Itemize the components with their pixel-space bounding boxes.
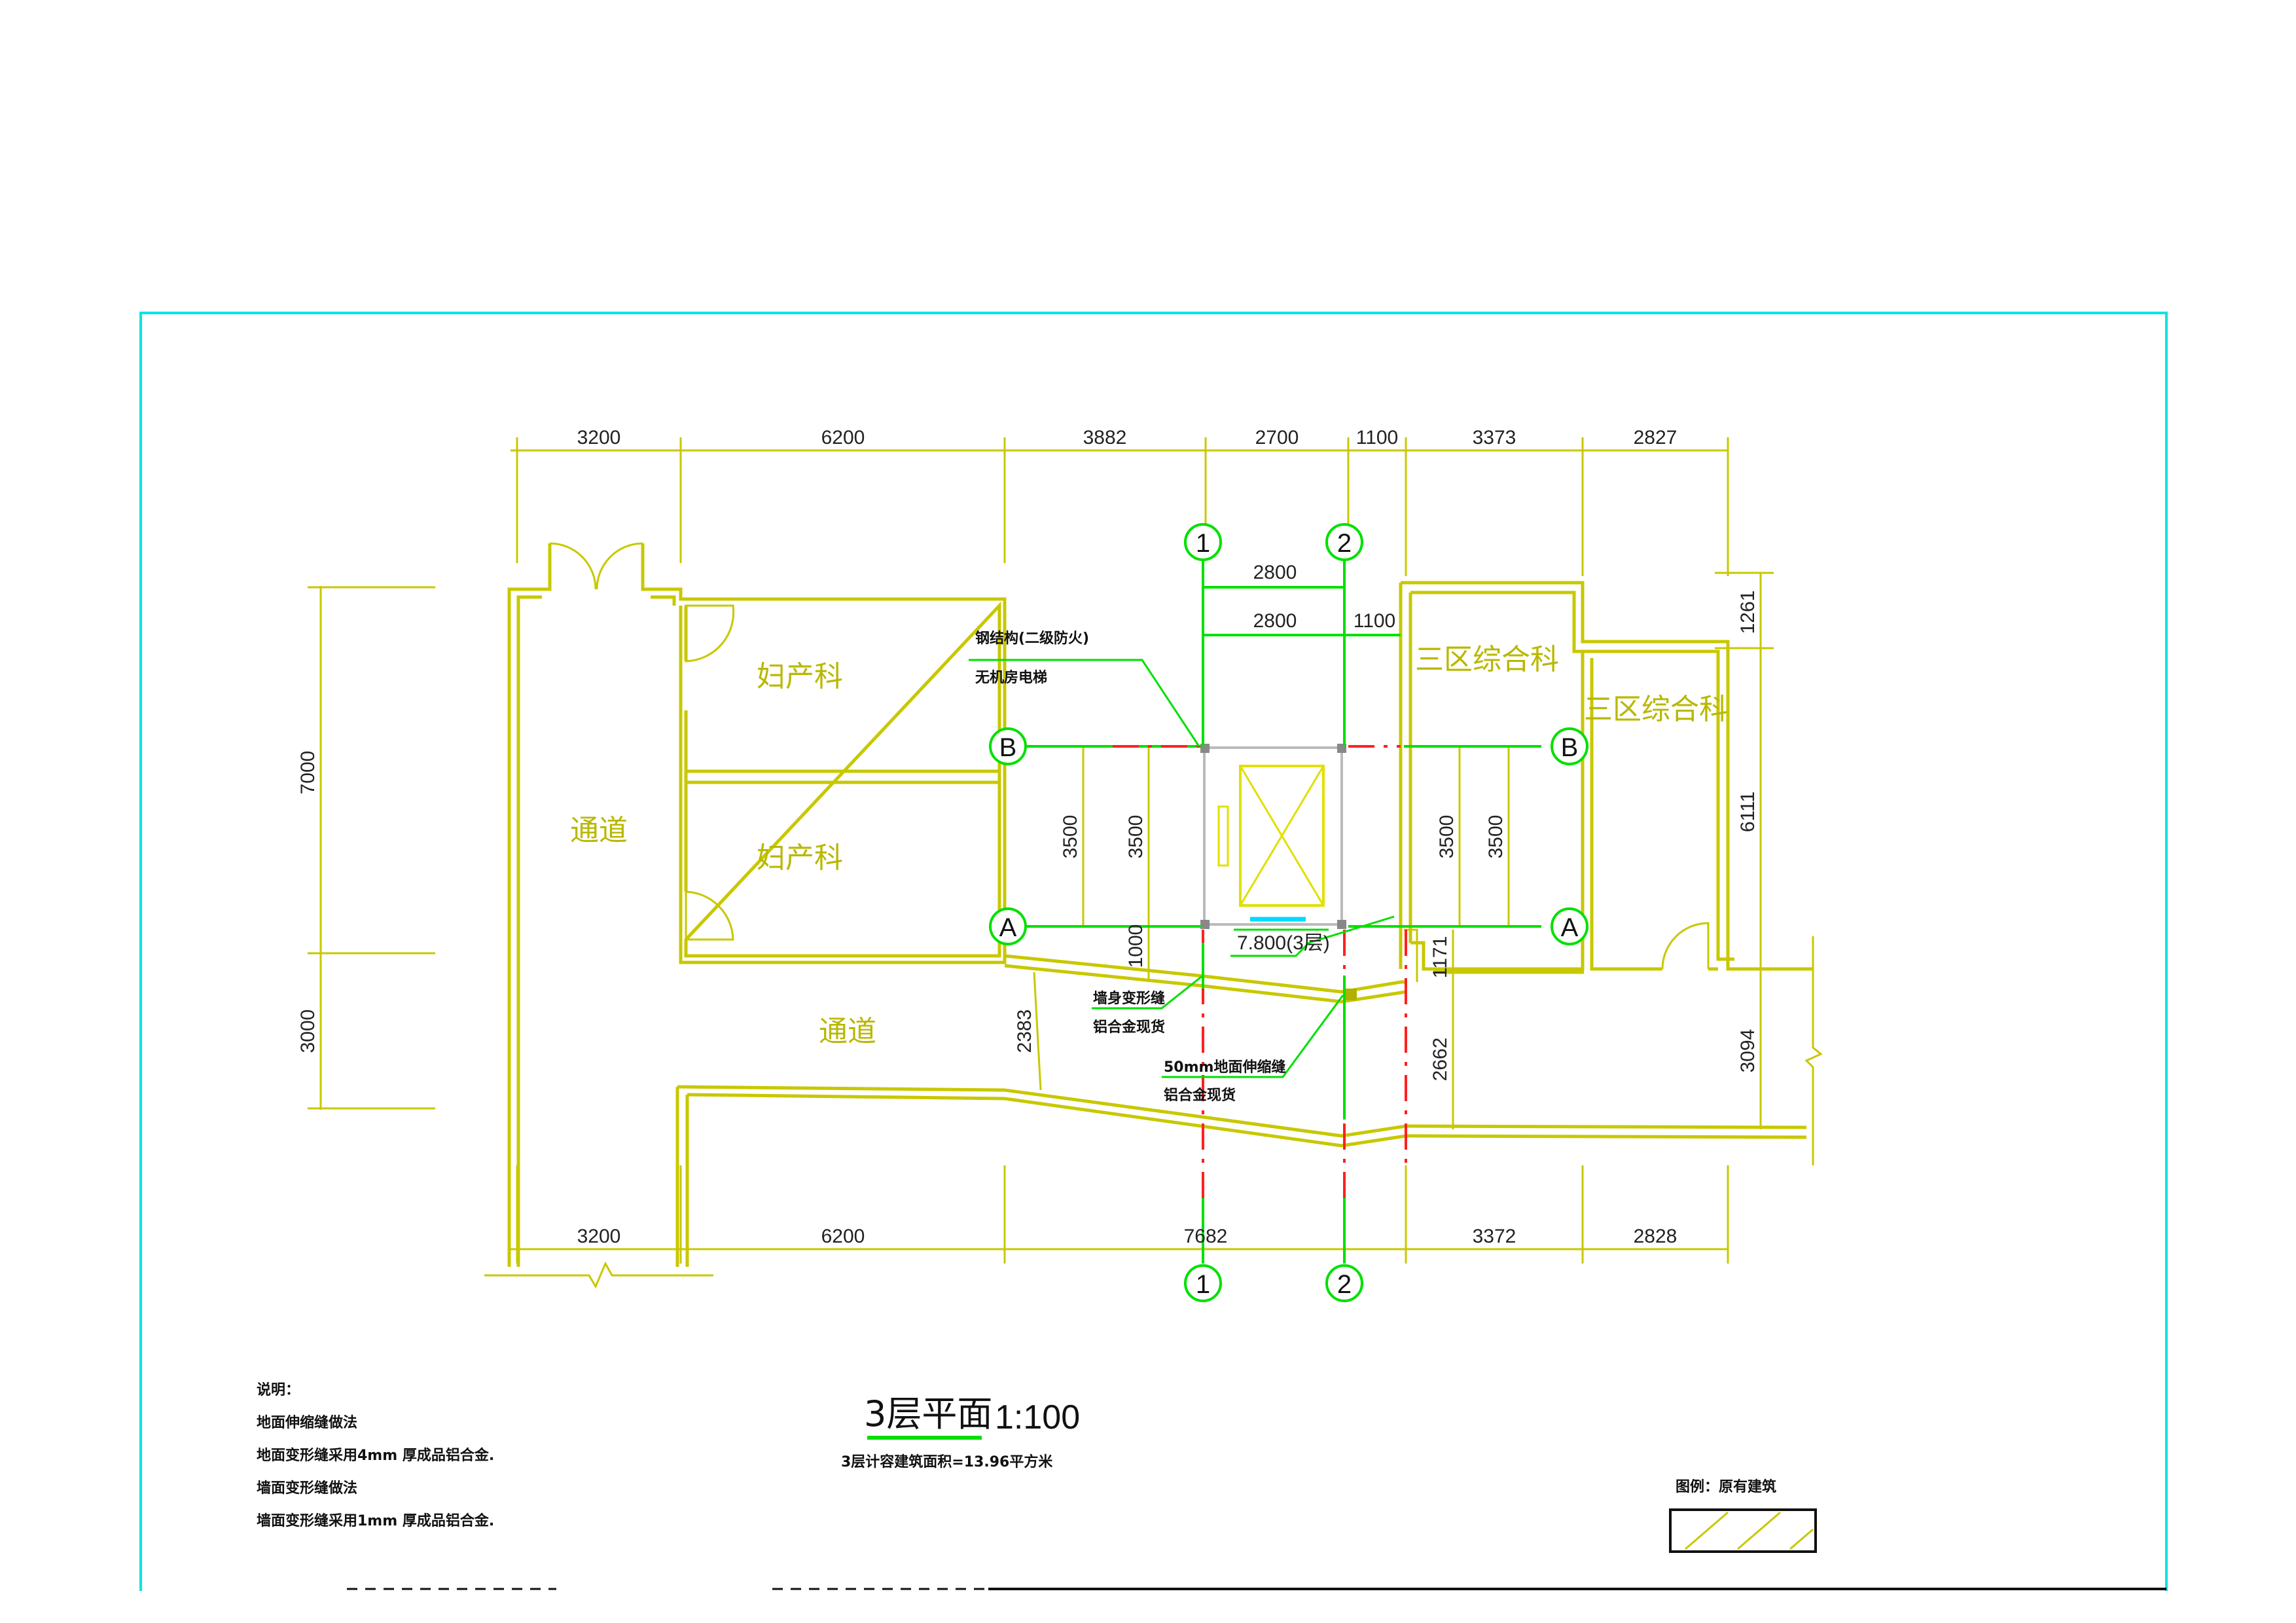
walls <box>507 542 1813 1267</box>
axis-label: 1 <box>1196 529 1210 558</box>
dim-right-3500-a: 3500 <box>1436 815 1458 859</box>
room-obgyn-lower: 妇产科 <box>757 841 843 875</box>
annotations: 钢结构(二级防火) 无机房电梯 7.800(3层) 墙身变形缝 铝合金现货 50… <box>975 630 1330 1104</box>
note-line: 地面伸缩缝做法 <box>257 1414 357 1431</box>
axis-bubble-row-b-right: B <box>1551 727 1588 765</box>
room-corridor-left: 通道 <box>570 814 628 847</box>
dimension-texts: 3200 6200 3882 2700 1100 3373 2827 3200 … <box>297 427 1759 1247</box>
axis-label: A <box>1561 913 1579 942</box>
dim-inner-2800-b: 2800 <box>1253 610 1297 632</box>
dim-far-right-6111: 6111 <box>1737 792 1759 832</box>
dim-far-right-1261: 1261 <box>1737 591 1759 634</box>
axis-label: B <box>999 733 1017 762</box>
room-general-upper: 三区综合科 <box>1415 643 1559 676</box>
axis-bubble-col-1-bottom: 1 <box>1184 1264 1222 1302</box>
axis-label: B <box>1561 733 1579 762</box>
dim-inner-1100: 1100 <box>1354 610 1396 632</box>
wall-joint-note-1: 墙身变形缝 <box>1093 990 1165 1007</box>
dim-bottom-4: 3372 <box>1473 1226 1516 1247</box>
axis-label: 2 <box>1337 529 1352 558</box>
dim-top-1: 3200 <box>577 427 621 448</box>
dim-inner-2800-a: 2800 <box>1253 562 1297 583</box>
dim-left-3500-b: 3500 <box>1125 815 1147 859</box>
axis-label: A <box>999 913 1017 942</box>
leader-lines <box>969 659 1395 1078</box>
note-line: 地面变形缝采用4mm 厚成品铝合金. <box>257 1447 494 1464</box>
note-line: 墙面变形缝做法 <box>257 1480 357 1497</box>
dim-top-7: 2827 <box>1634 427 1677 448</box>
drawing-title: 3层平面 <box>864 1393 992 1434</box>
drawing-title-block: 3层平面 1:100 3层计容建筑面积=13.96平方米 <box>841 1393 1080 1470</box>
dim-bottom-2: 6200 <box>821 1226 865 1247</box>
floor-level-label: 7.800(3层) <box>1237 932 1330 954</box>
elevator-note-1: 钢结构(二级防火) <box>975 630 1089 647</box>
dim-right-2662: 2662 <box>1429 1038 1451 1082</box>
legend: 图例：原有建筑 <box>1669 1478 1817 1553</box>
drawing-scale: 1:100 <box>995 1398 1080 1436</box>
dim-corridor-2383: 2383 <box>1014 1010 1035 1053</box>
wall-joint-note-2: 铝合金现货 <box>1093 1019 1165 1036</box>
floor-joint-note-1: 50mm地面伸缩缝 <box>1164 1059 1285 1076</box>
elevator-note-2: 无机房电梯 <box>975 669 1047 686</box>
room-general-right: 三区综合科 <box>1584 693 1728 726</box>
note-line: 说明： <box>257 1381 300 1398</box>
room-labels: 妇产科 妇产科 通道 通道 三区综合科 三区综合科 <box>570 643 1728 1048</box>
axis-bubble-row-a-right: A <box>1551 907 1588 945</box>
dim-right-3500-b: 3500 <box>1485 815 1507 859</box>
axis-bubble-col-2-top: 2 <box>1325 523 1363 561</box>
axis-bubble-col-1-top: 1 <box>1184 523 1222 561</box>
dim-far-right-3094: 3094 <box>1737 1029 1759 1073</box>
dim-top-4: 2700 <box>1255 427 1299 448</box>
sheet-frame <box>139 312 2168 1591</box>
dim-top-5: 1100 <box>1356 427 1399 448</box>
legend-hatch-box <box>1669 1508 1817 1553</box>
dim-bottom-3: 7682 <box>1184 1226 1228 1247</box>
dim-left-7000: 7000 <box>297 751 319 795</box>
dim-left-3000: 3000 <box>297 1010 319 1053</box>
notes-block: 说明： 地面伸缩缝做法 地面变形缝采用4mm 厚成品铝合金. 墙面变形缝做法 墙… <box>257 1381 494 1529</box>
dim-top-6: 3373 <box>1473 427 1516 448</box>
axis-bubble-row-a-left: A <box>989 907 1027 945</box>
axis-bubbles: 1 2 1 2 B A B A <box>989 523 1588 1302</box>
axis-bubble-row-b-left: B <box>989 727 1027 765</box>
dim-top-2: 6200 <box>821 427 865 448</box>
axis-label: 2 <box>1337 1270 1352 1299</box>
legend-label: 图例：原有建筑 <box>1676 1478 1776 1495</box>
room-corridor-lower: 通道 <box>819 1015 876 1048</box>
note-line: 墙面变形缝采用1mm 厚成品铝合金. <box>257 1512 494 1529</box>
axis-label: 1 <box>1196 1270 1210 1299</box>
dim-bottom-1: 3200 <box>577 1226 621 1247</box>
dim-left-1000: 1000 <box>1125 924 1147 968</box>
grid-lines <box>1024 560 1541 1264</box>
elevator-shaft <box>1200 744 1357 1000</box>
floor-joint-note-2: 铝合金现货 <box>1164 1087 1236 1104</box>
area-note: 3层计容建筑面积=13.96平方米 <box>841 1453 1053 1470</box>
room-obgyn-upper: 妇产科 <box>757 660 843 693</box>
axis-bubble-col-2-bottom: 2 <box>1325 1264 1363 1302</box>
dimension-lines <box>308 437 1823 1289</box>
dim-top-3: 3882 <box>1083 427 1127 448</box>
dim-left-3500-a: 3500 <box>1060 815 1081 859</box>
dim-right-1171: 1171 <box>1429 936 1451 979</box>
dim-bottom-5: 2828 <box>1634 1226 1677 1247</box>
